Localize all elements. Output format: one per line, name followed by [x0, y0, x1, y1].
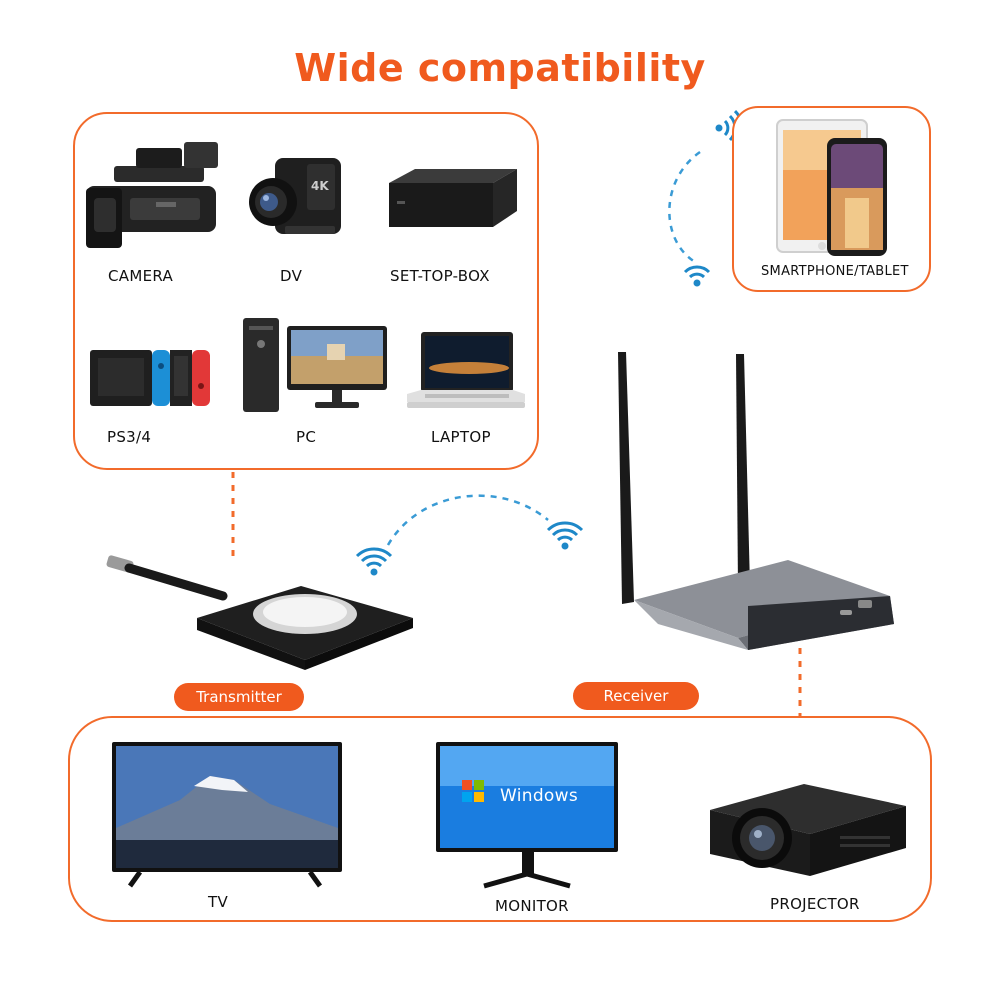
receiver-label[interactable]: Receiver [573, 682, 699, 710]
wifi-icon [683, 265, 711, 287]
camera-icon [84, 138, 230, 250]
page-title: Wide compatibility [294, 46, 706, 90]
monitor-icon: Windows [434, 740, 620, 890]
source-label-set-top-box: SET-TOP-BOX [390, 267, 490, 285]
source-label-dv: DV [280, 267, 303, 285]
display-label-tv: TV [208, 893, 229, 911]
set-top-box-icon [385, 165, 521, 235]
svg-text:4K: 4K [311, 179, 329, 193]
wifi-icon [355, 547, 393, 576]
transmitter-receiver-link [386, 494, 549, 546]
transmitter-dongle-icon [105, 548, 417, 670]
game-console-icon [88, 344, 216, 410]
receiver-antenna-icon [598, 348, 898, 658]
source-label-pc: PC [296, 428, 317, 446]
source-label-laptop: LAPTOP [431, 428, 491, 446]
monitor-screen-text: Windows [500, 786, 578, 806]
source-label-ps34: PS3/4 [107, 428, 152, 446]
transmitter-label[interactable]: Transmitter [174, 683, 304, 711]
dv-camcorder-icon: 4K [245, 150, 343, 242]
phone-receiver-link [668, 150, 701, 264]
projector-icon [700, 776, 912, 880]
wifi-icon [546, 521, 584, 550]
source-label-camera: CAMERA [108, 267, 174, 285]
pc-icon [241, 316, 389, 414]
tv-icon [110, 740, 344, 888]
laptop-icon [405, 330, 527, 412]
phone-label: SMARTPHONE/TABLET [761, 264, 909, 279]
display-label-monitor: MONITOR [495, 897, 569, 915]
smartphone-tablet-icon [775, 118, 890, 258]
display-label-projector: PROJECTOR [770, 895, 860, 913]
